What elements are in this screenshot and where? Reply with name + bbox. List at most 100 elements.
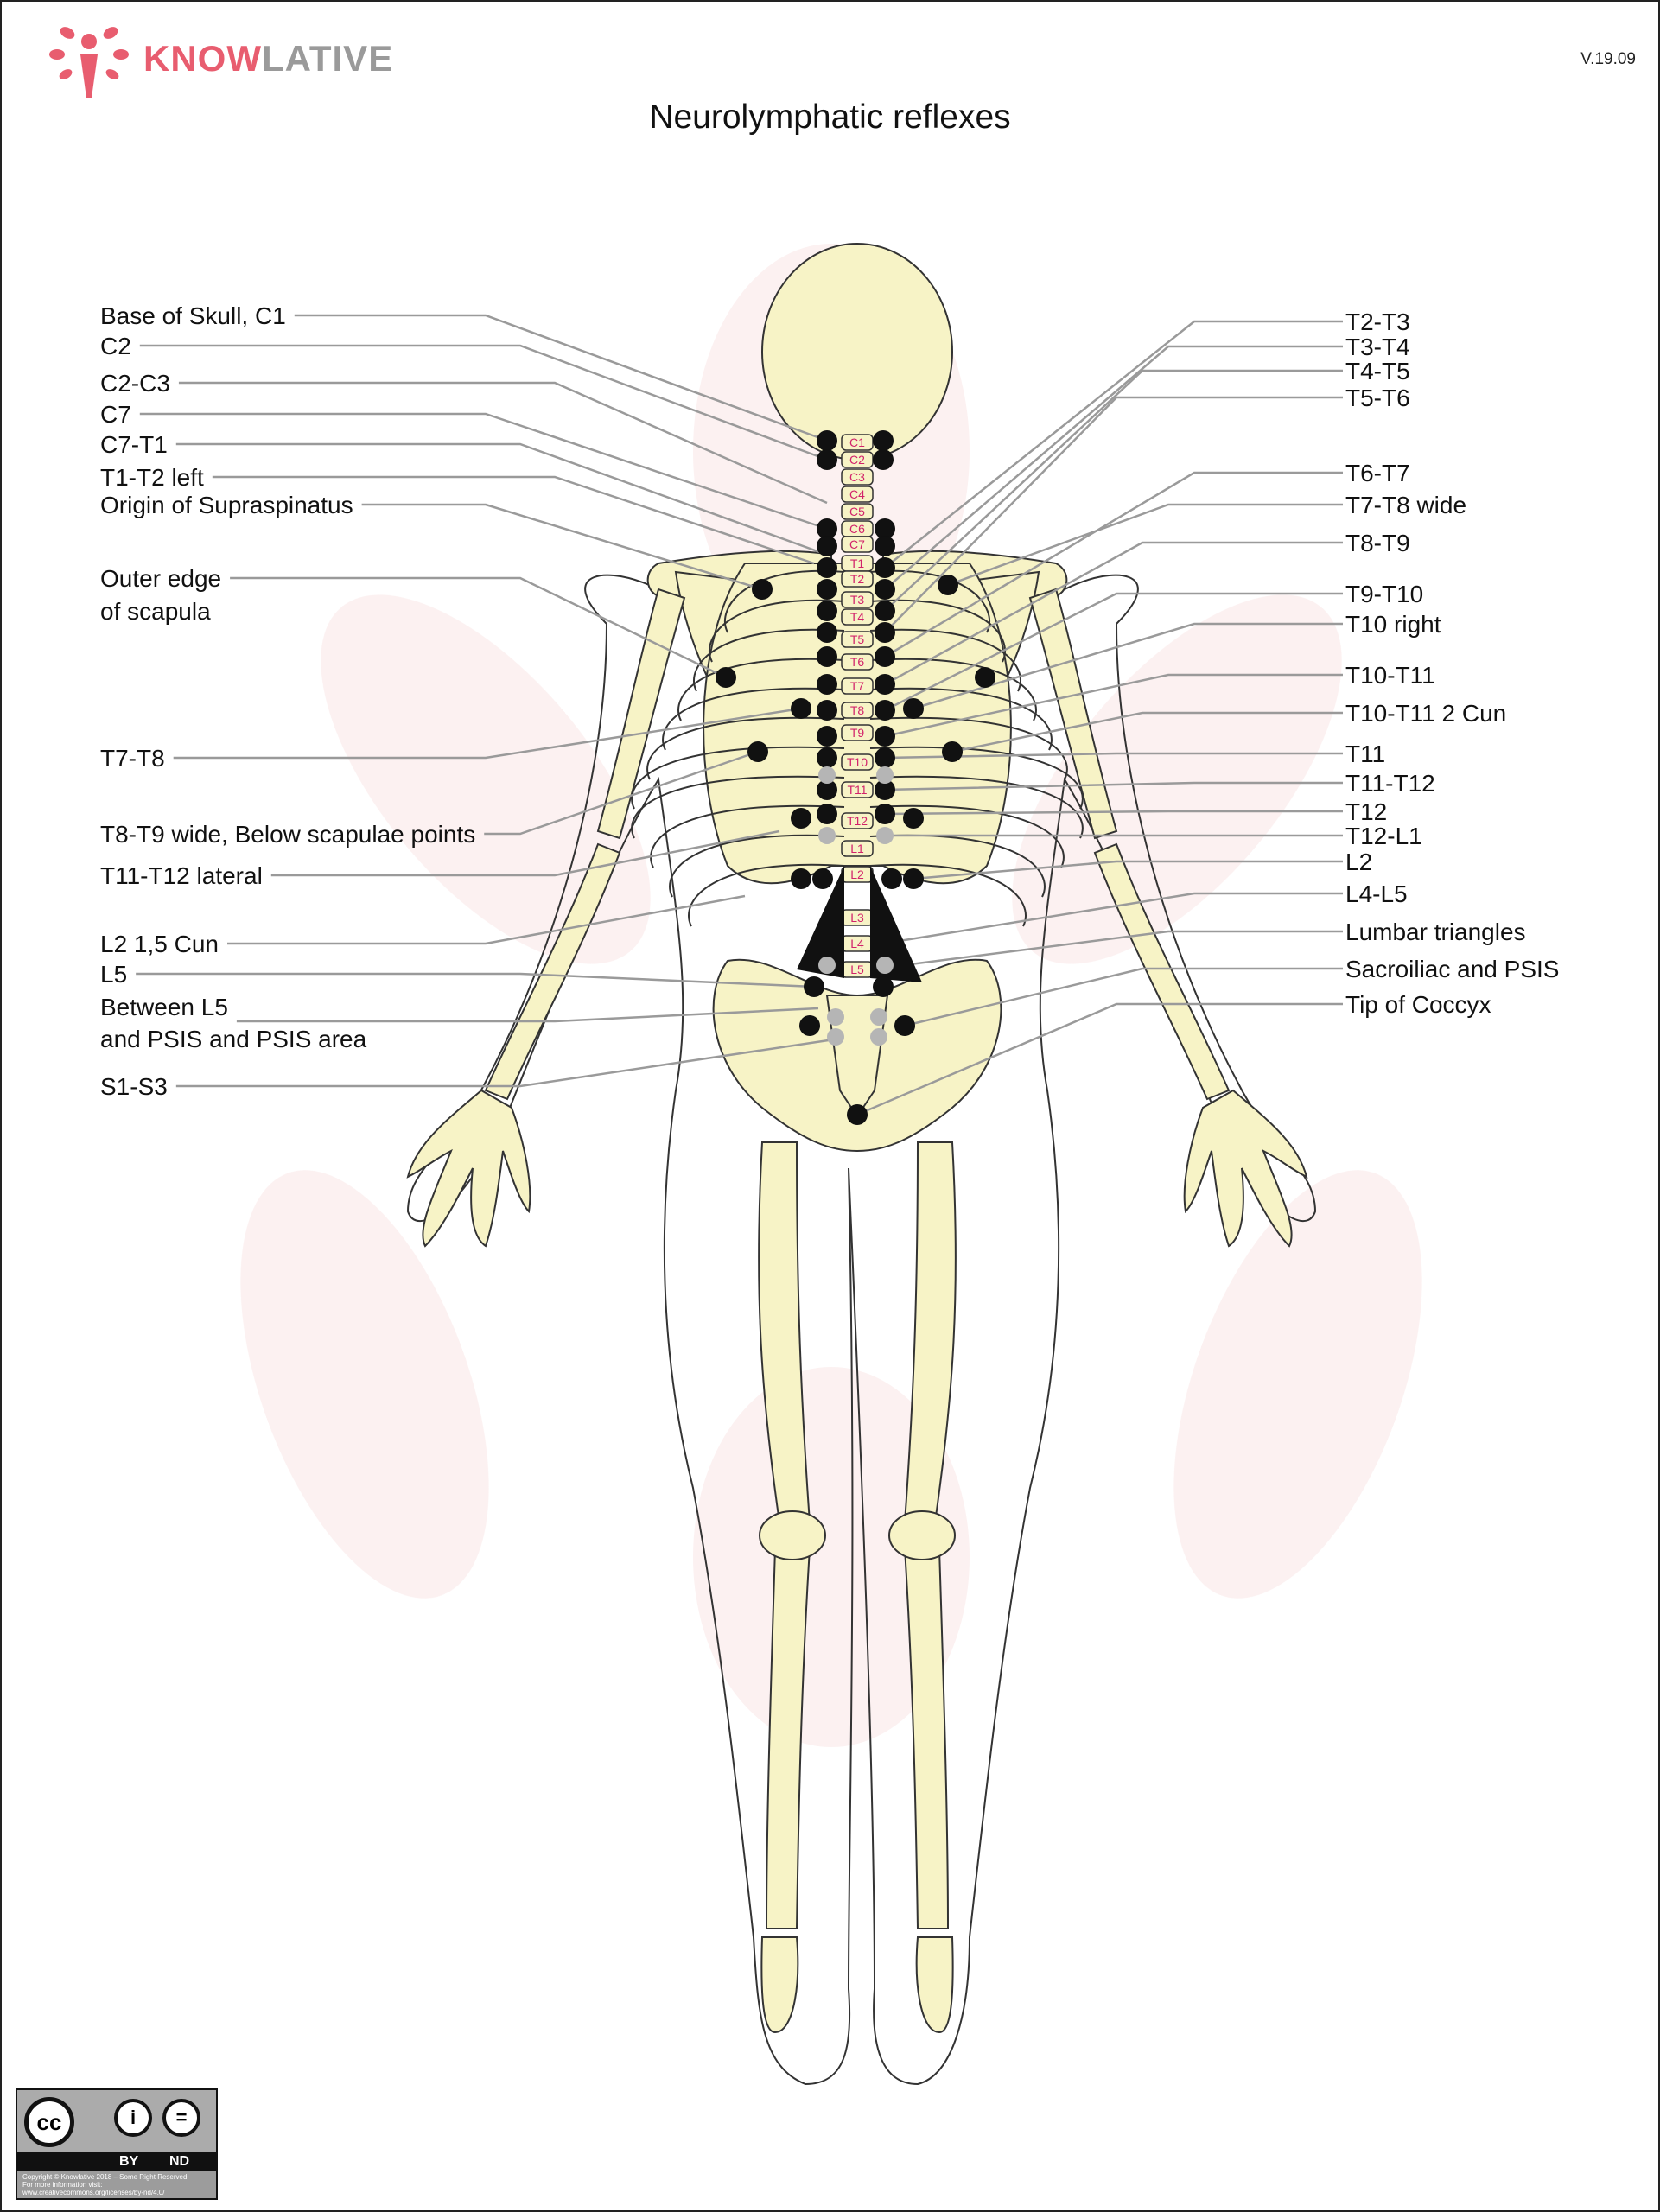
vertebra-label: C5 bbox=[849, 505, 865, 518]
vertebra bbox=[841, 753, 874, 771]
rib-left bbox=[688, 863, 845, 927]
label-left: T11-T12 lateral bbox=[100, 862, 263, 889]
license-nd-text: ND bbox=[169, 2154, 190, 2169]
license-text: Copyright © Knowlative 2018 – Some Right… bbox=[22, 2173, 187, 2196]
brand-name: KNOWLATIVE bbox=[143, 38, 393, 79]
license-line-2: For more information visit: bbox=[22, 2181, 103, 2189]
rib-right bbox=[869, 775, 1084, 839]
reflex-point-black bbox=[817, 518, 837, 539]
right-hand bbox=[1183, 1089, 1308, 1248]
label-right: T5-T6 bbox=[1345, 385, 1410, 411]
vertebra-label: T12 bbox=[847, 814, 868, 828]
leader-line-right bbox=[913, 622, 1343, 710]
license-terms-bar: BY ND bbox=[17, 2152, 216, 2171]
leader-line-right bbox=[951, 711, 1343, 753]
reflex-point-black bbox=[799, 1015, 820, 1036]
leader-line-right bbox=[856, 1002, 1343, 1116]
left-foot bbox=[760, 1936, 799, 2034]
vertebra-label: T9 bbox=[850, 726, 865, 740]
right-tibia bbox=[903, 1548, 950, 1929]
leader-line-left bbox=[230, 576, 727, 679]
label-right: T12-L1 bbox=[1345, 823, 1422, 849]
rib-left bbox=[693, 628, 845, 692]
rib-right bbox=[869, 746, 1084, 810]
vertebra bbox=[841, 724, 874, 741]
vertebra-label: T11 bbox=[847, 783, 867, 797]
attribution-icon: i bbox=[114, 2099, 152, 2137]
label-left: C2-C3 bbox=[100, 370, 170, 397]
leader-line-right bbox=[884, 369, 1343, 612]
leader-line-left bbox=[361, 503, 763, 591]
reflex-point-black bbox=[875, 557, 895, 578]
leader-line-left bbox=[227, 894, 746, 945]
vertebra bbox=[841, 591, 874, 608]
label-left: L2 1,5 Cun bbox=[100, 931, 219, 957]
label-right: T3-T4 bbox=[1345, 334, 1410, 360]
vertebra-label: T10 bbox=[847, 755, 868, 769]
reflex-point-grey bbox=[827, 1008, 844, 1026]
rib-left bbox=[631, 775, 845, 839]
reflex-point-grey bbox=[870, 1008, 887, 1026]
ribs bbox=[631, 569, 1084, 927]
label-right: T2-T3 bbox=[1345, 308, 1410, 335]
lumbar-triangles bbox=[797, 866, 922, 982]
left-knee bbox=[759, 1510, 826, 1560]
reflex-point-black bbox=[903, 808, 924, 829]
label-left: Outer edge bbox=[100, 565, 221, 592]
leader-line-left bbox=[136, 972, 815, 988]
lumbar-triangle-right bbox=[870, 866, 922, 982]
label-right: T12 bbox=[1345, 798, 1387, 825]
label-right: L4-L5 bbox=[1345, 880, 1408, 907]
leader-line-left bbox=[139, 412, 828, 531]
reflex-point-grey bbox=[876, 766, 894, 784]
label-left: C7 bbox=[100, 401, 131, 428]
reflex-point-black bbox=[812, 868, 833, 889]
reflex-point-black bbox=[716, 667, 736, 688]
reflex-point-black bbox=[791, 698, 811, 719]
reflex-point-black bbox=[817, 557, 837, 578]
license-by-text: BY bbox=[119, 2154, 139, 2169]
leader-line-left bbox=[173, 707, 802, 760]
label-right: Sacroiliac and PSIS bbox=[1345, 956, 1559, 982]
brand-flower-icon bbox=[49, 27, 129, 98]
label-right: T10-T11 2 Cun bbox=[1345, 700, 1506, 727]
rib-left bbox=[646, 716, 845, 780]
diagram-title: Neurolymphatic reflexes bbox=[649, 99, 1011, 136]
spine: C1C2C3C4C5C6C7T1T2T3T4T5T6T7T8T9T10T11T1… bbox=[825, 434, 889, 1118]
left-forearm bbox=[484, 842, 621, 1101]
reflex-point-black bbox=[942, 741, 963, 762]
vertebra-label: C6 bbox=[849, 522, 865, 536]
label-right: Tip of Coccyx bbox=[1345, 991, 1491, 1018]
leader-line-right bbox=[884, 541, 1343, 686]
skeleton bbox=[406, 243, 1308, 2034]
vertebra-label: C7 bbox=[849, 537, 865, 551]
leader-line-left bbox=[175, 442, 828, 556]
reflex-point-grey bbox=[818, 827, 836, 844]
leader-line-right bbox=[884, 396, 1343, 633]
rib-right bbox=[869, 804, 1065, 868]
right-knee bbox=[888, 1510, 956, 1560]
cc-icon: cc bbox=[24, 2097, 74, 2147]
reflex-point-black bbox=[847, 1104, 868, 1125]
vertebra-label: L1 bbox=[850, 842, 864, 855]
vertebra-label: L5 bbox=[850, 963, 864, 976]
reflex-point-black bbox=[817, 804, 837, 824]
reflex-point-black bbox=[752, 579, 773, 600]
license-line-3: www.creativecommons.org/licenses/by-nd/4… bbox=[22, 2189, 165, 2196]
leader-line-right bbox=[882, 930, 1343, 969]
label-right: T11-T12 bbox=[1345, 770, 1435, 797]
reflex-point-black bbox=[747, 741, 768, 762]
label-right: T7-T8 wide bbox=[1345, 492, 1466, 518]
leader-line-left bbox=[212, 475, 815, 565]
leader-lines bbox=[136, 314, 1343, 1116]
cc-license-badge[interactable]: cc i = BY ND Copyright © Knowlative 2018… bbox=[16, 2088, 218, 2200]
vertebra bbox=[841, 570, 874, 588]
brand-name-part2: LATIVE bbox=[261, 38, 394, 79]
lumbar-triangle-left bbox=[797, 866, 844, 978]
label-right: L2 bbox=[1345, 849, 1372, 875]
left-tibia bbox=[765, 1548, 811, 1929]
vertebra bbox=[841, 434, 874, 451]
